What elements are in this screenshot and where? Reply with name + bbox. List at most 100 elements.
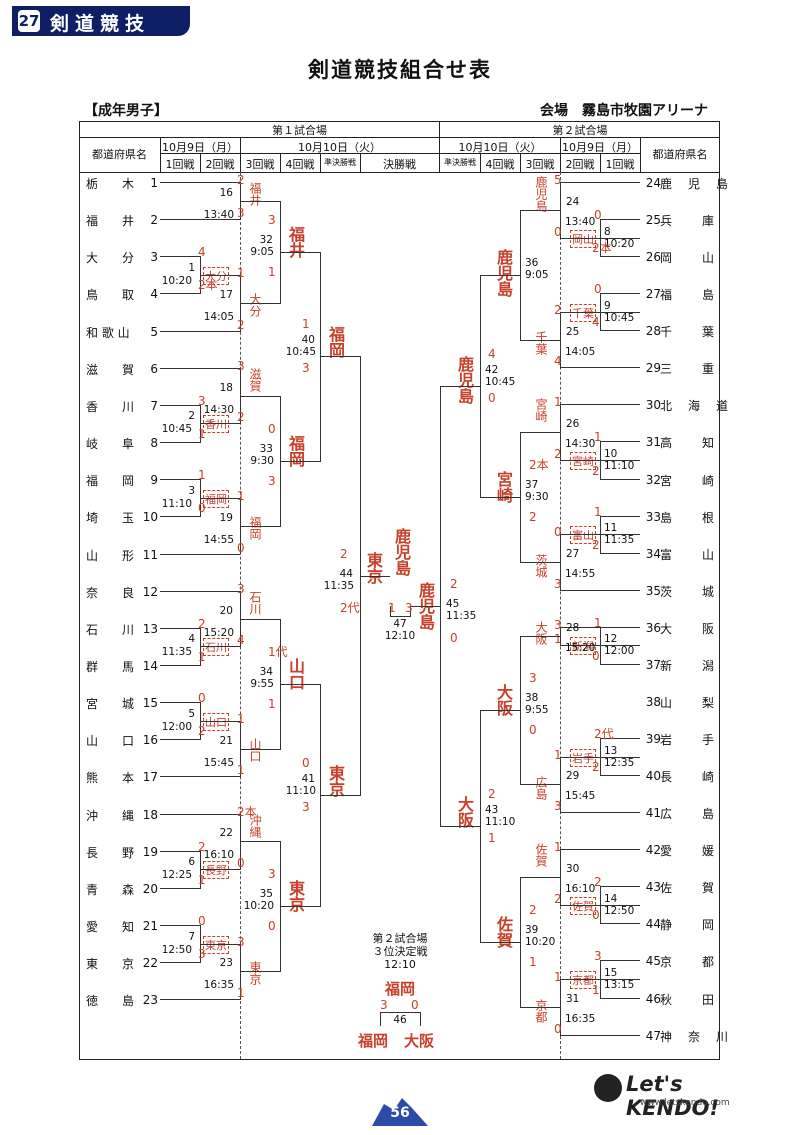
round2-winner: 大分 xyxy=(248,292,262,317)
match-number: 28 xyxy=(566,622,580,635)
team-name-left: 沖 縄 xyxy=(86,808,135,823)
pref-col-left: 都道府県名 xyxy=(92,148,147,161)
team-number-right: 32 xyxy=(645,472,661,487)
team-number-left: 20 xyxy=(142,881,158,896)
match-time: 10:20 xyxy=(243,900,274,913)
bracket-line xyxy=(160,590,240,592)
bracket-line xyxy=(160,962,200,964)
match-score: 0 xyxy=(554,525,562,540)
bracket-line xyxy=(600,997,640,999)
match-score: 3 xyxy=(554,576,562,591)
team-number-left: 4 xyxy=(150,287,158,302)
page-title: 剣道競技組合せ表 xyxy=(308,58,492,82)
bracket-line xyxy=(390,605,391,617)
match-score: 2 xyxy=(592,760,600,775)
team-number-left: 21 xyxy=(142,919,158,933)
match-number: 14 xyxy=(604,892,618,905)
bracket-line xyxy=(480,274,481,499)
winner-box: 長野 xyxy=(203,861,229,880)
day-divider xyxy=(560,172,561,1059)
chapter-title: 剣道競技 xyxy=(50,13,151,35)
date-header: 10月10日（火） xyxy=(298,141,381,154)
match-score: 3 xyxy=(198,393,206,408)
match-score: 4 xyxy=(592,315,600,330)
bracket-line xyxy=(520,339,560,341)
match-score: 0 xyxy=(592,648,600,663)
bracket-line xyxy=(600,923,640,925)
match-score: 3 xyxy=(554,617,562,632)
bracket-line xyxy=(280,460,320,462)
bracket-line xyxy=(160,404,200,406)
round-header: 4回戦 xyxy=(485,158,515,171)
match-time: 12:50 xyxy=(604,904,635,917)
team-number-left: 18 xyxy=(142,807,158,822)
team-name-right: 京 都 xyxy=(660,955,717,970)
round-header: 1回戦 xyxy=(605,158,635,171)
match-score: 2 xyxy=(450,576,458,591)
bracket-line xyxy=(600,960,640,962)
match-score: 1 xyxy=(268,696,276,711)
match-time: 12:35 xyxy=(604,756,635,769)
match-number: 18 xyxy=(219,381,233,394)
bracket-line xyxy=(600,775,640,777)
date-header: 10月10日（火） xyxy=(458,141,542,154)
bracket-line xyxy=(480,497,520,499)
match-score: 1 xyxy=(198,872,206,887)
bracket-line xyxy=(600,552,640,554)
team-name-right: 三 重 xyxy=(660,362,717,377)
header-divider xyxy=(320,153,321,172)
team-name-left: 大 分 xyxy=(86,251,135,266)
match-time: 15:45 xyxy=(203,756,234,769)
round3-winner: 佐賀 xyxy=(494,915,513,948)
winner-box: 千葉 xyxy=(570,303,596,322)
match-time: 11:35 xyxy=(323,579,354,592)
match-score: 0 xyxy=(198,691,206,706)
match-number: 10 xyxy=(604,448,618,460)
match-number: 37 xyxy=(525,479,539,492)
bracket-line xyxy=(280,683,320,685)
match-score: 3 xyxy=(554,799,562,814)
match-score: 2本 xyxy=(529,458,549,473)
match-score: 0 xyxy=(237,540,245,555)
round-header: 4回戦 xyxy=(285,158,315,171)
match-number: 5 xyxy=(188,707,195,720)
bracket-line xyxy=(320,794,360,796)
team-number-right: 45 xyxy=(645,954,661,969)
winner-box: 福岡 xyxy=(203,489,229,508)
match-number: 12 xyxy=(604,633,618,646)
bracket-line xyxy=(160,925,200,926)
bracket-line xyxy=(440,826,480,828)
match-score: 2 xyxy=(592,463,600,478)
chapter-badge: 27 剣道競技 xyxy=(12,6,190,36)
bracket-line xyxy=(160,887,200,889)
team-name-right: 愛 媛 xyxy=(660,844,717,859)
match-score: 3 xyxy=(237,581,245,596)
match-score: 0 xyxy=(198,501,206,516)
bracket-line xyxy=(600,738,640,740)
bracket-line xyxy=(560,367,640,369)
match-score: 0 xyxy=(529,723,537,738)
match-score: 3 xyxy=(594,949,602,964)
match-score: 0 xyxy=(302,755,310,770)
match-score: 2代 xyxy=(594,727,614,742)
match-number: 41 xyxy=(301,772,315,785)
winner-box: 岡山 xyxy=(570,229,596,248)
header-divider xyxy=(480,153,481,172)
header-divider xyxy=(640,137,641,172)
round-header: 決勝戦 xyxy=(383,158,416,171)
team-number-right: 47 xyxy=(645,1028,661,1043)
match-score: 1 xyxy=(237,488,245,503)
bracket-line xyxy=(560,534,561,591)
match-time: 9:05 xyxy=(525,268,549,281)
team-name-right: 高 知 xyxy=(660,436,717,451)
team-name-left: 福 井 xyxy=(86,214,135,229)
winner-box: 佐賀 xyxy=(570,896,596,915)
match-score: 3 xyxy=(237,358,245,373)
team-name-left: 東 京 xyxy=(86,957,135,972)
bracket-line xyxy=(520,636,521,786)
bracket-line xyxy=(240,395,280,397)
match-time: 14:30 xyxy=(565,438,596,451)
team-number-right: 24 xyxy=(645,176,661,190)
match-time: 14:05 xyxy=(203,310,234,323)
match-number: 23 xyxy=(219,957,233,970)
